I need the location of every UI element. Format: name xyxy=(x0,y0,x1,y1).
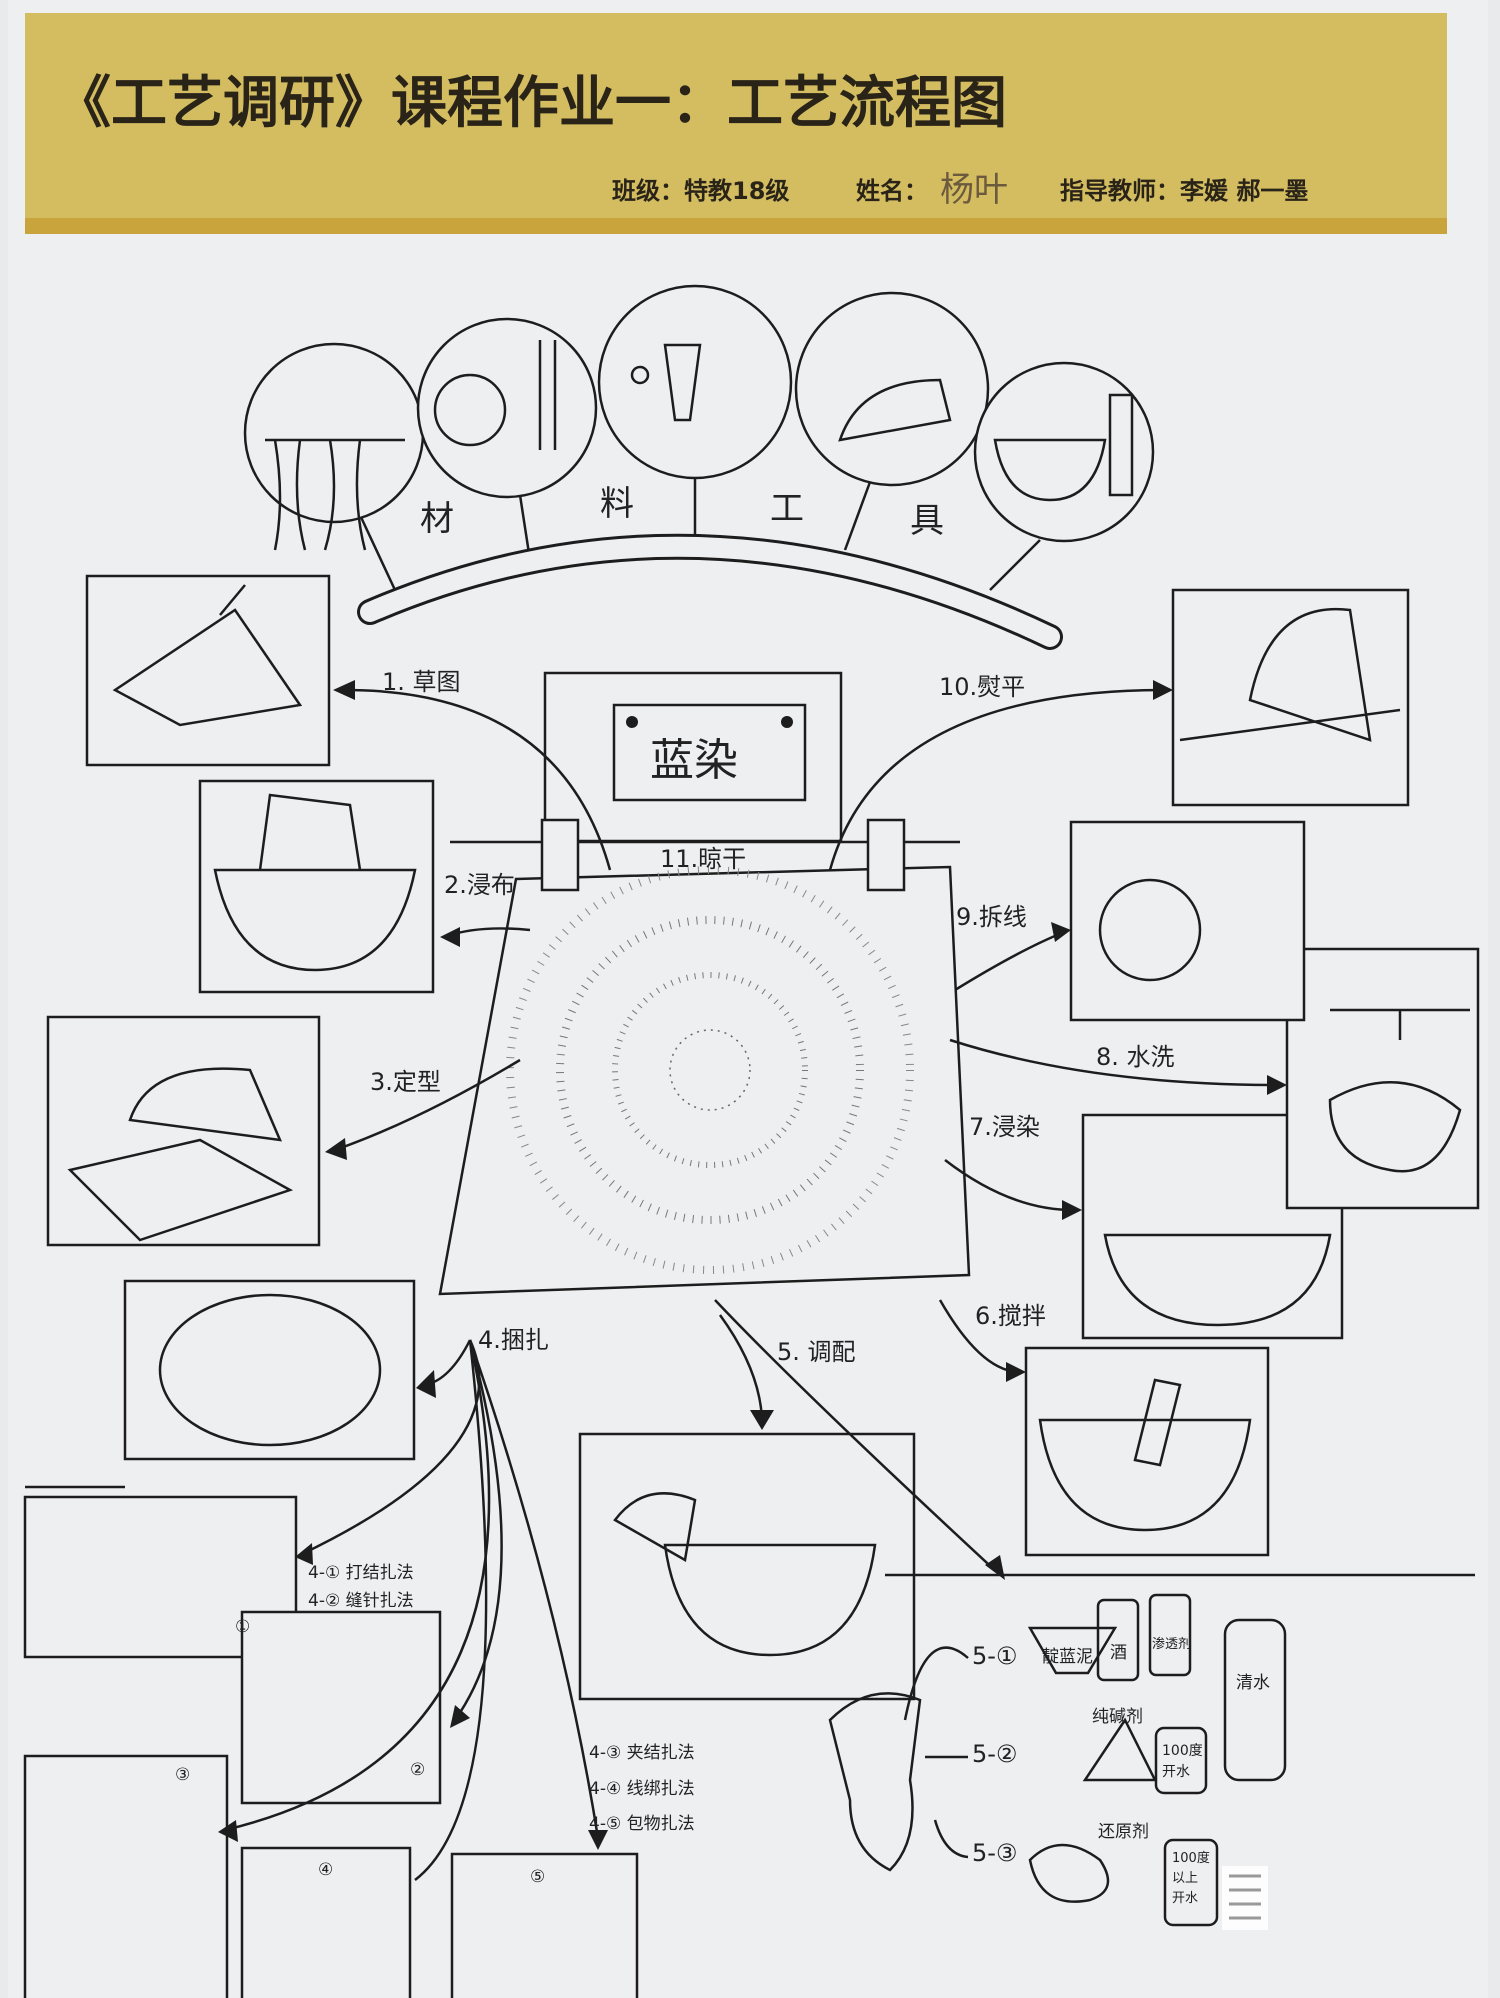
rolling-stick-icon xyxy=(1108,393,1134,497)
center-title: 蓝染 xyxy=(650,735,738,786)
scissors-icon xyxy=(630,365,650,385)
step-11-label: 11.晾干 xyxy=(660,845,746,873)
step-4-label: 4.捆扎 xyxy=(478,1326,549,1354)
mix-step-3-label: 5-③ xyxy=(972,1839,1017,1867)
header-stripe xyxy=(25,218,1447,234)
thread-ball-icon xyxy=(433,373,507,447)
material-char: 料 xyxy=(600,484,634,524)
step-3-shape-box xyxy=(46,1015,321,1247)
wine-label: 酒 xyxy=(1110,1643,1127,1663)
water-bottle-icon xyxy=(1223,1618,1287,1782)
tie-method-4-label: 4-④ 线绑扎法 xyxy=(589,1779,695,1799)
step-1-label: 1. 草图 xyxy=(382,668,461,696)
reducer-pile-icon xyxy=(1028,1843,1110,1903)
thread-circle xyxy=(416,317,598,499)
tie-mark: ① xyxy=(235,1617,250,1637)
clear-water-label: 清水 xyxy=(1236,1673,1270,1693)
reducer-label: 还原剂 xyxy=(1098,1822,1149,1842)
indigo-paste-label: 靛蓝泥 xyxy=(1042,1647,1093,1667)
clip-icon xyxy=(866,818,906,892)
sunburst-pattern xyxy=(506,866,914,1274)
clip-icon xyxy=(540,818,580,892)
paper-pencil-icon xyxy=(112,584,303,727)
step-2-soak-box xyxy=(198,779,435,994)
tied-cloth-icon xyxy=(1098,878,1202,982)
dye-bowl-icon xyxy=(1103,1233,1332,1327)
materials-tools-group: 材 料 工 具 xyxy=(243,284,1155,650)
step-1-sketch-box xyxy=(85,574,331,767)
tie-mark: ④ xyxy=(318,1860,333,1880)
tie-method-2-box xyxy=(240,1610,442,1805)
step-2-label: 2.浸布 xyxy=(444,871,515,899)
wine-bottle-icon xyxy=(1096,1598,1140,1682)
kettle-label: 开水 xyxy=(1162,1764,1190,1780)
kettle-label: 以上 xyxy=(1172,1871,1198,1886)
tie-method-5-box xyxy=(450,1852,639,1998)
teacher-label: 指导教师：李媛 郝一墨 xyxy=(1060,177,1308,205)
step-8-label: 8. 水洗 xyxy=(1096,1043,1175,1071)
kettle-icon xyxy=(1163,1838,1219,1927)
material-char: 具 xyxy=(910,501,944,541)
step-3-label: 3.定型 xyxy=(370,1068,441,1096)
soak-bowl-icon xyxy=(213,793,417,972)
tie-method-5-label: 4-⑤ 包物扎法 xyxy=(589,1814,695,1834)
page-title: 《工艺调研》课程作业一：工艺流程图 xyxy=(55,70,1007,136)
tie-method-2-label: 4-② 缝针扎法 xyxy=(308,1591,414,1611)
step-9-label: 9.拆线 xyxy=(956,903,1027,931)
step-9-unpick-box xyxy=(1069,820,1306,1022)
step-10-iron-box xyxy=(1171,588,1410,807)
penetrant-bottle-icon xyxy=(1148,1593,1192,1677)
mix-step-2-label: 5-② xyxy=(972,1740,1017,1768)
tie-method-4-box xyxy=(240,1846,412,1998)
tie-mark: ③ xyxy=(175,1765,190,1785)
header-banner xyxy=(25,13,1447,218)
soda-label: 纯碱剂 xyxy=(1092,1707,1143,1727)
center-sign xyxy=(612,703,807,802)
tied-cloth-icon xyxy=(158,1293,382,1447)
iron-circle xyxy=(794,291,990,487)
step-5-mix-box xyxy=(578,1432,916,1701)
kettle-label: 100度 xyxy=(1162,1743,1203,1759)
mix-arrows xyxy=(903,1646,969,1859)
student-name: 杨叶 xyxy=(940,170,1008,210)
step-6-label: 6.搅拌 xyxy=(975,1302,1046,1330)
class-label: 班级：特教18级 xyxy=(612,177,789,205)
name-label: 姓名： xyxy=(856,177,928,205)
tie-method-3-box xyxy=(23,1754,229,1998)
kettle-icon xyxy=(1154,1726,1208,1795)
pouring-jug-icon xyxy=(828,1692,922,1872)
indigo-bowl-icon xyxy=(1027,1626,1118,1675)
cup-icon xyxy=(663,343,702,422)
tie-method-3-label: 4-③ 夹结扎法 xyxy=(589,1743,695,1763)
tie-mark: ⑤ xyxy=(530,1867,545,1887)
step-5-label: 5. 调配 xyxy=(777,1338,856,1366)
needle-icon xyxy=(538,340,557,450)
watermark-logo-icon xyxy=(1222,1866,1268,1930)
tie-method-1-label: 4-① 打结扎法 xyxy=(308,1563,414,1583)
bowl-icon xyxy=(993,438,1107,502)
cloth-icon xyxy=(265,438,405,551)
stirring-bowl-icon xyxy=(1038,1378,1252,1532)
kettle-label: 100度 xyxy=(1172,1850,1210,1866)
step-6-stir-box xyxy=(1024,1346,1270,1557)
iron-icon xyxy=(1179,607,1401,742)
mix-step-1-label: 5-① xyxy=(972,1642,1017,1670)
iron-icon xyxy=(838,378,952,442)
iron-icon xyxy=(67,1067,294,1242)
dyed-cloth xyxy=(438,865,971,1296)
bowl-circle xyxy=(973,361,1155,543)
step-7-label: 7.浸染 xyxy=(969,1113,1040,1141)
penetrant-label: 渗透剂 xyxy=(1152,1637,1191,1652)
flow-arrows xyxy=(218,680,1287,1881)
soda-pile-icon xyxy=(1082,1717,1158,1782)
pouring-bowl-icon xyxy=(613,1492,877,1657)
material-char: 材 xyxy=(420,499,454,539)
faucet-icon xyxy=(1328,1008,1470,1173)
kettle-label: 开水 xyxy=(1172,1891,1198,1906)
step-4-tie-box xyxy=(123,1279,416,1461)
step-8-wash-box xyxy=(1285,947,1480,1210)
step-10-label: 10.熨平 xyxy=(939,673,1025,701)
material-char: 工 xyxy=(770,489,804,529)
tie-mark: ② xyxy=(410,1760,425,1780)
